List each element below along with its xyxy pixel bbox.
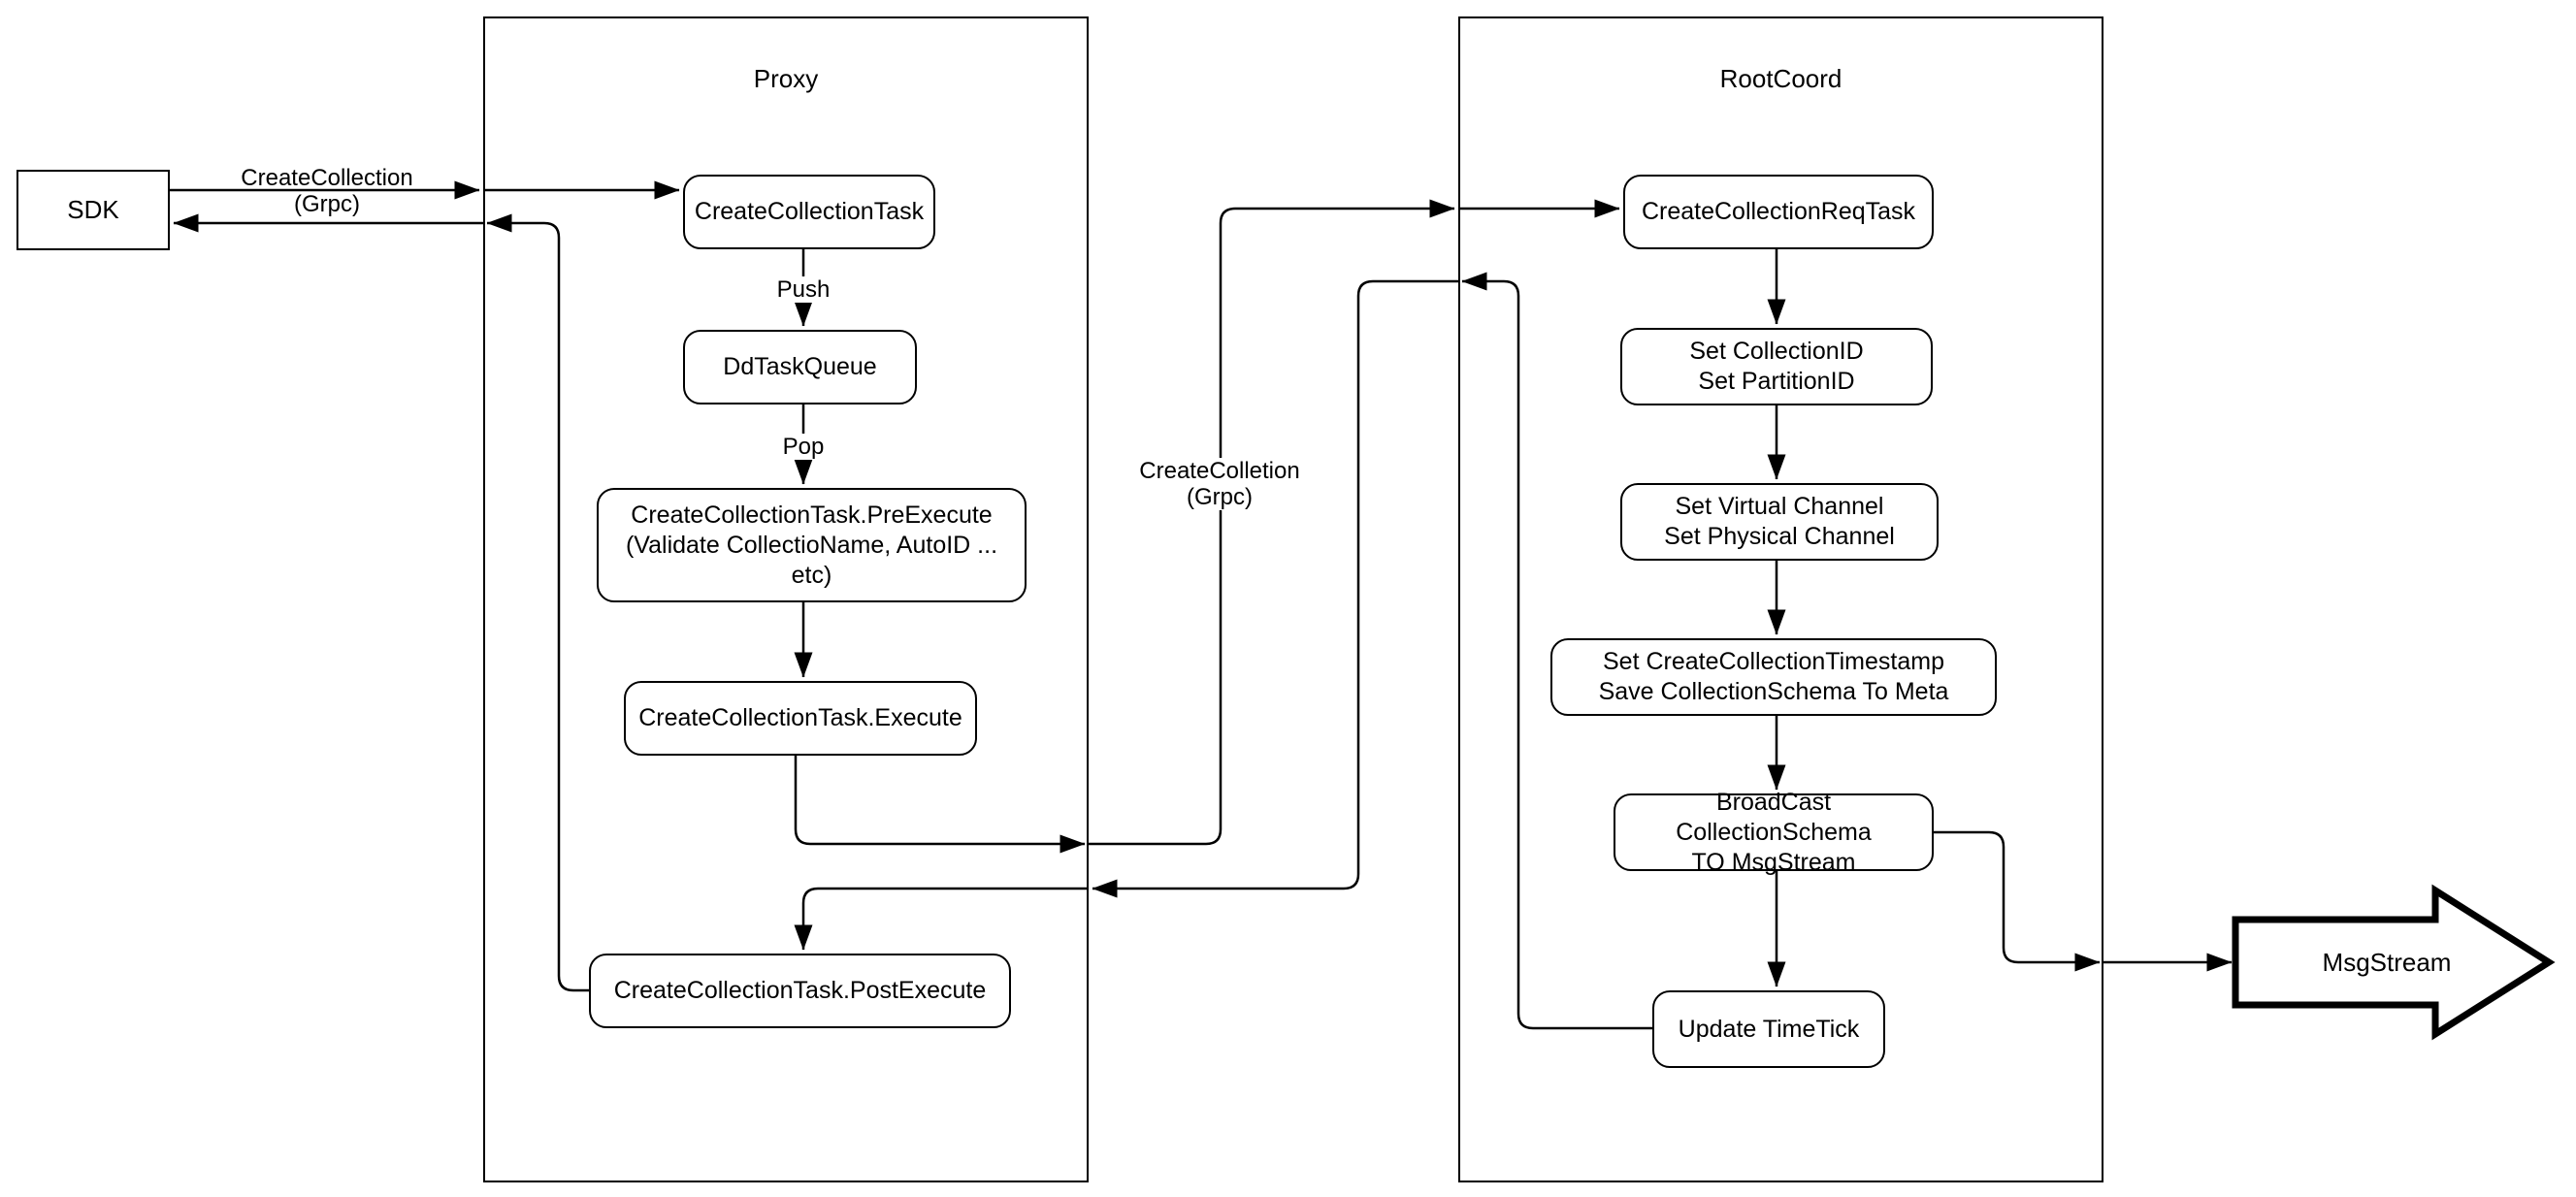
push-label: Push: [760, 276, 847, 303]
msgstream-label: MsgStream: [2322, 948, 2452, 977]
execute-node: CreateCollectionTask.Execute: [624, 681, 977, 756]
edge-proxyborder-to-rootcoordborder: [1089, 199, 1455, 846]
msgstream-arrow-shape: [2232, 884, 2556, 1041]
edge-execute-to-proxyborder: [794, 756, 1086, 854]
proxy-container: [483, 16, 1089, 1182]
pop-label: Pop: [760, 434, 847, 460]
edge-updatetimetick-to-rootcoordborder: [1461, 272, 1652, 1030]
post-execute-node: CreateCollectionTask.PostExecute: [589, 954, 1011, 1028]
grpc-internal-label: CreateColletion (Grpc): [1103, 458, 1336, 510]
pre-execute-node: CreateCollectionTask.PreExecute (Validat…: [597, 488, 1027, 602]
edge-postexecute-to-proxyborder: [486, 213, 589, 992]
set-timestamp-save-schema-node: Set CreateCollectionTimestamp Save Colle…: [1550, 638, 1997, 716]
grpc-call-label: CreateCollection (Grpc): [241, 165, 413, 217]
set-channels-node: Set Virtual Channel Set Physical Channel: [1620, 483, 1939, 561]
rootcoord-title: RootCoord: [1719, 64, 1842, 93]
sdk-node: SDK: [16, 170, 170, 250]
proxy-title: Proxy: [753, 64, 819, 93]
edge-broadcast-to-rootcoordborder: [1934, 830, 2101, 972]
edge-gap-to-postexecute: [794, 887, 1089, 951]
create-collection-req-task-node: CreateCollectionReqTask: [1623, 175, 1934, 249]
edge-rootcoordborder-to-gap: [1092, 279, 1458, 898]
create-collection-task-node: CreateCollectionTask: [683, 175, 935, 249]
broadcast-schema-node: BroadCast CollectionSchema TO MsgStream: [1614, 789, 1934, 876]
dd-task-queue-node: DdTaskQueue: [683, 330, 917, 404]
set-collection-partition-id-node: Set CollectionID Set PartitionID: [1620, 328, 1933, 405]
rootcoord-container: [1458, 16, 2103, 1182]
update-timetick-node: Update TimeTick: [1652, 990, 1885, 1068]
